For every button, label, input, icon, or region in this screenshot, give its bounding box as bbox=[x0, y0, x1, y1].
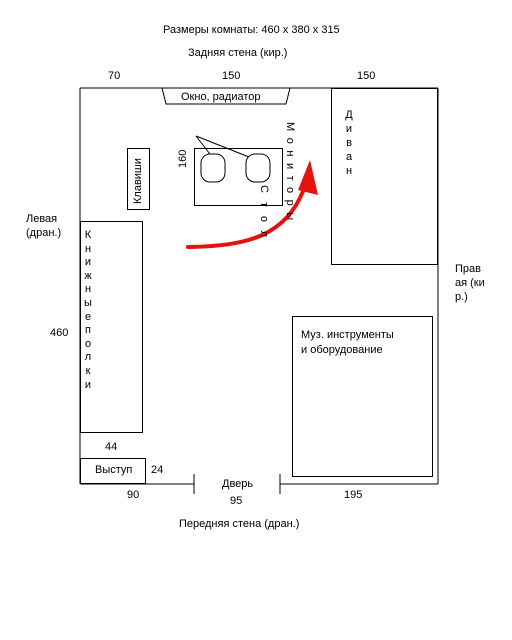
bookshelves-label: Книжные полки bbox=[84, 229, 96, 392]
desk bbox=[194, 148, 283, 206]
red-arrow-head bbox=[298, 160, 318, 195]
music-label-line2: и оборудование bbox=[301, 344, 383, 356]
dim-top-left: 70 bbox=[108, 70, 121, 82]
right-wall-label: Правая (кир.) bbox=[455, 263, 485, 303]
dim-top-right: 150 bbox=[357, 70, 376, 82]
dim-left-height: 460 bbox=[50, 327, 69, 339]
ledge-box bbox=[80, 458, 146, 484]
front-wall-label: Передняя стена (дран.) bbox=[179, 518, 300, 530]
dim-top-mid: 150 bbox=[222, 70, 241, 82]
window-label: Окно, радиатор bbox=[181, 91, 261, 103]
ledge-label: Выступ bbox=[95, 464, 133, 476]
sofa-label: Диван bbox=[345, 108, 357, 178]
red-arrow-path bbox=[186, 181, 308, 249]
dim-bottom-right: 195 bbox=[344, 489, 363, 501]
monitor-left bbox=[200, 153, 226, 183]
keyboard-label: Клавиши bbox=[132, 158, 144, 204]
dim-ledge-depth: 44 bbox=[105, 441, 118, 453]
monitors-label: Мониторы bbox=[284, 122, 296, 227]
window-shape bbox=[161, 87, 291, 105]
dim-bottom-left: 90 bbox=[127, 489, 140, 501]
music-equipment-box bbox=[292, 316, 433, 477]
bookshelves-box bbox=[80, 221, 143, 433]
dim-door-width: 95 bbox=[230, 495, 243, 507]
back-wall-label: Задняя стена (кир.) bbox=[188, 47, 288, 59]
music-label-line1: Муз. инструменты bbox=[301, 329, 394, 341]
keyboard-box bbox=[127, 148, 150, 210]
monitor-right bbox=[245, 153, 271, 183]
dim-ledge-width: 24 bbox=[151, 464, 164, 476]
dim-desk-depth: 160 bbox=[177, 149, 189, 168]
left-wall-label: Левая (дран.) bbox=[26, 213, 62, 239]
bookshelves-label-text: Книжные полки bbox=[84, 229, 92, 391]
sofa-label-text: Диван bbox=[345, 109, 353, 177]
sofa-box bbox=[331, 88, 438, 265]
room-size-title: Размеры комнаты: 460 х 380 х 315 bbox=[163, 24, 340, 36]
monitor-pointer-right bbox=[195, 135, 250, 158]
door-label: Дверь bbox=[222, 478, 254, 490]
desk-label: Стол bbox=[258, 185, 270, 247]
